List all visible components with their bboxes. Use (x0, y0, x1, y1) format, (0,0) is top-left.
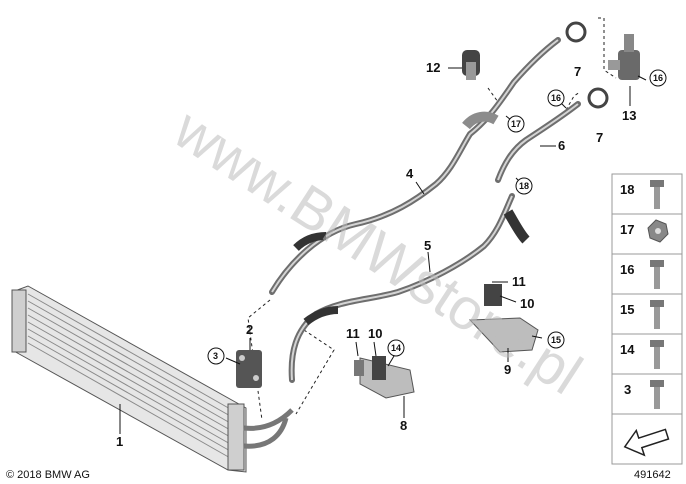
leader-lines (119, 67, 647, 434)
seal-ring-7a[interactable] (565, 21, 587, 43)
callout-6[interactable]: 6 (558, 138, 565, 153)
diagram-id: 491642 (634, 469, 671, 481)
legend-num-17: 17 (620, 222, 634, 237)
callout-2[interactable]: 2 (246, 322, 253, 337)
callout-1[interactable]: 1 (116, 434, 123, 449)
legend-num-3: 3 (624, 382, 631, 397)
holder-part-9[interactable] (468, 284, 539, 353)
arrow-icon (623, 428, 670, 457)
legend-num-18: 18 (620, 182, 634, 197)
callout-11b[interactable]: 11 (346, 326, 360, 341)
seal-ring-7b[interactable] (587, 87, 609, 109)
callout-17[interactable]: 17 (511, 119, 521, 129)
fastener-legend: 18 17 16 15 14 3 (611, 173, 683, 465)
legend-num-14: 14 (620, 342, 635, 357)
callout-8[interactable]: 8 (400, 418, 407, 433)
oil-cooler[interactable] (11, 285, 294, 473)
callout-15[interactable]: 15 (551, 335, 561, 345)
callout-11a[interactable]: 11 (512, 274, 526, 289)
bolt-icon-18 (650, 180, 664, 209)
copyright-text: © 2018 BMW AG (6, 469, 90, 481)
callout-9[interactable]: 9 (504, 362, 511, 377)
bolt-icon-3 (650, 380, 664, 409)
callout-4[interactable]: 4 (406, 166, 414, 181)
callout-10b[interactable]: 10 (368, 326, 382, 341)
callout-12[interactable]: 12 (426, 60, 440, 75)
bolt-icon-14 (650, 340, 664, 369)
callout-7b[interactable]: 7 (596, 130, 603, 145)
callout-18[interactable]: 18 (519, 181, 529, 191)
nut-icon-17 (647, 219, 669, 243)
callout-10a[interactable]: 10 (520, 296, 534, 311)
callout-16a[interactable]: 16 (551, 93, 561, 103)
bolt-icon-15 (650, 300, 664, 329)
bolt-icon-16 (650, 260, 664, 289)
callout-14[interactable]: 14 (391, 343, 401, 353)
callout-7a[interactable]: 7 (574, 64, 581, 79)
legend-num-15: 15 (620, 302, 634, 317)
holder-part-8[interactable] (354, 356, 415, 399)
callout-13[interactable]: 13 (622, 108, 636, 123)
hose-pipe-6[interactable] (495, 101, 581, 183)
callout-3[interactable]: 3 (213, 351, 218, 361)
legend-num-16: 16 (620, 262, 634, 277)
valve-part-13[interactable] (608, 34, 640, 80)
bracket-part-12[interactable] (462, 50, 480, 80)
bracket-part-2[interactable] (236, 350, 262, 388)
callout-16b[interactable]: 16 (653, 73, 663, 83)
callout-circles (207, 69, 667, 365)
callout-5[interactable]: 5 (424, 238, 431, 253)
